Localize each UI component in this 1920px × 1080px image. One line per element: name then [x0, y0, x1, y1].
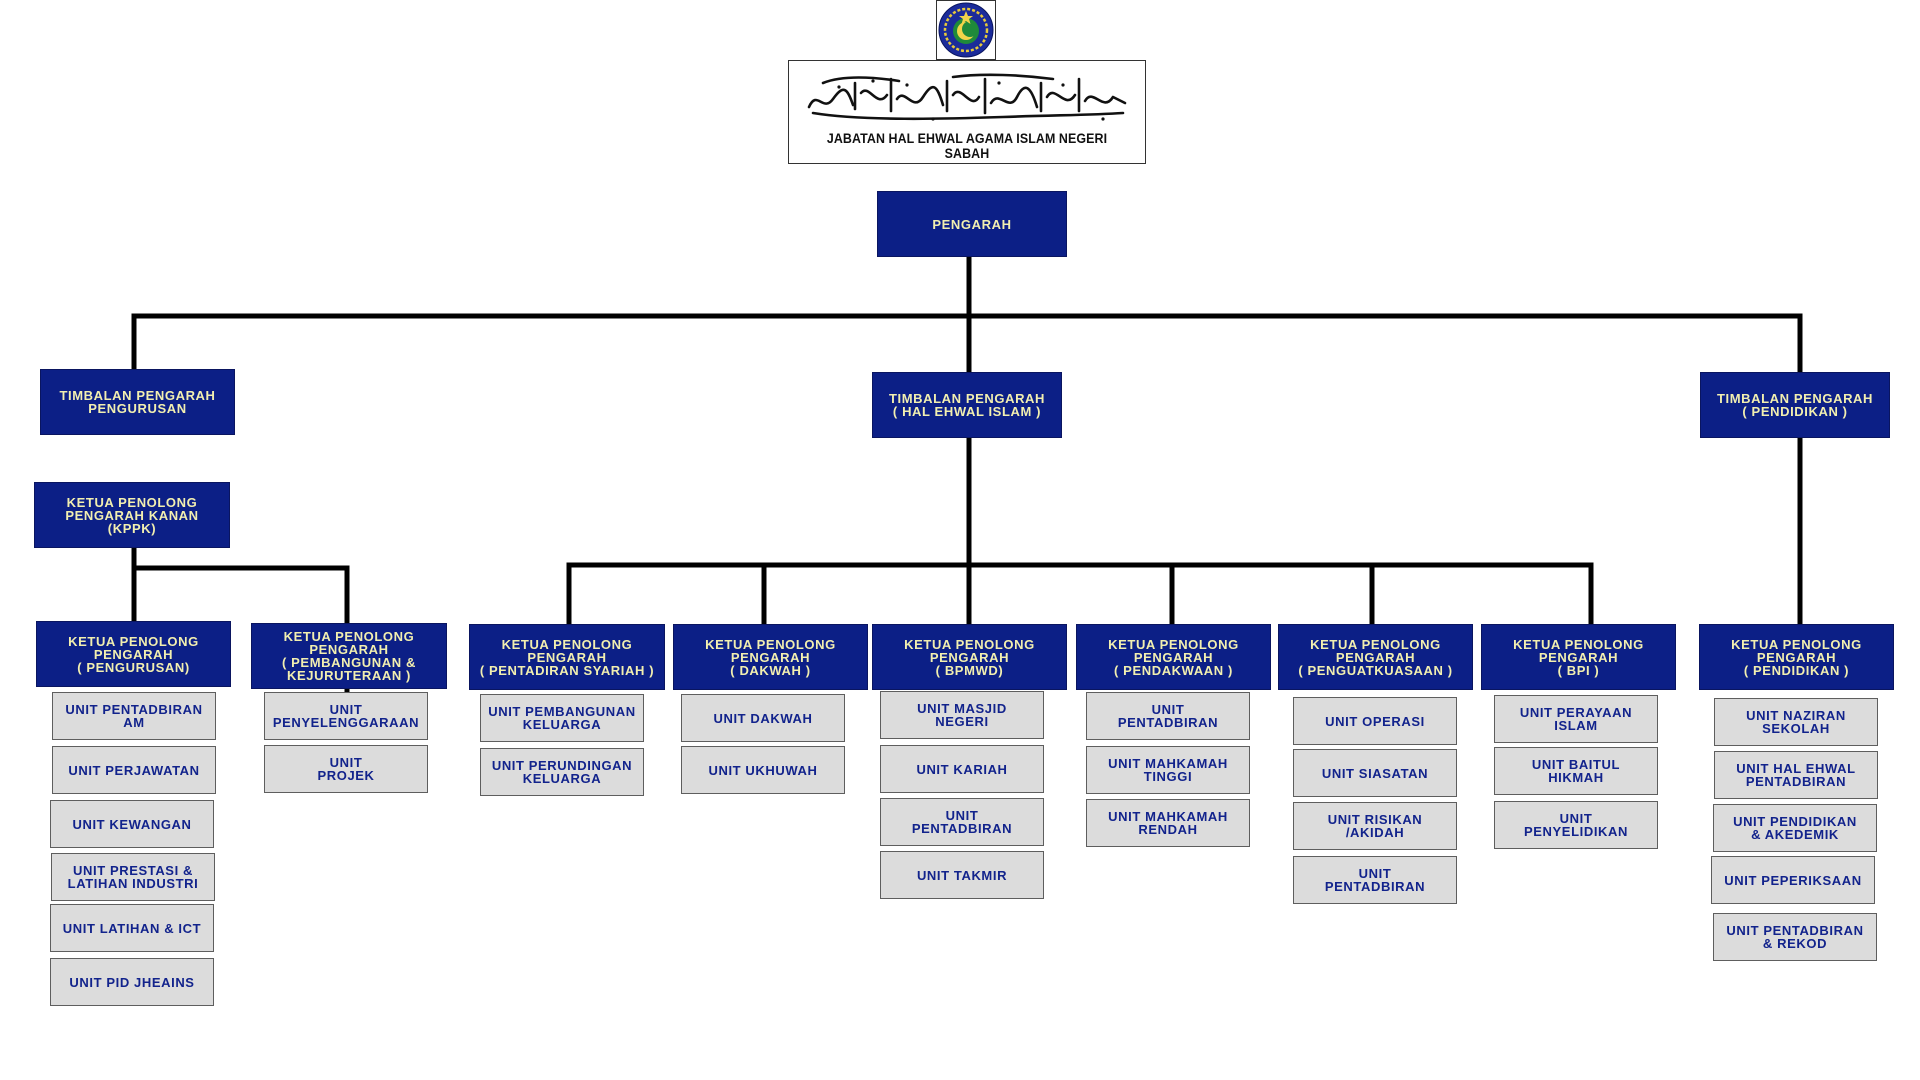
- unit-box: UNIT PENTADBIRAN AM: [52, 692, 216, 740]
- section-head-pendakwaan: KETUA PENOLONG PENGARAH ( PENDAKWAAN ): [1076, 624, 1271, 690]
- section-head-bpmwd: KETUA PENOLONG PENGARAH ( BPMWD): [872, 624, 1067, 690]
- deputy-islamic-affairs-box: TIMBALAN PENGARAH ( HAL EHWAL ISLAM ): [872, 372, 1062, 438]
- unit-box: UNIT PENTADBIRAN: [1086, 692, 1250, 740]
- unit-box: UNIT KEWANGAN: [50, 800, 214, 848]
- arabic-calligraphy-logo: [807, 73, 1127, 121]
- department-name: JABATAN HAL EHWAL AGAMA ISLAM NEGERI SAB…: [826, 131, 1108, 161]
- unit-box: UNIT PRESTASI & LATIHAN INDUSTRI: [51, 853, 215, 901]
- unit-box: UNIT MAHKAMAH TINGGI: [1086, 746, 1250, 794]
- unit-box: UNIT PENTADBIRAN: [1293, 856, 1457, 904]
- unit-box: UNIT UKHUWAH: [681, 746, 845, 794]
- section-head-pembangunan: KETUA PENOLONG PENGARAH ( PEMBANGUNAN & …: [251, 623, 447, 689]
- unit-box: UNIT OPERASI: [1293, 697, 1457, 745]
- unit-box: UNIT RISIKAN /AKIDAH: [1293, 802, 1457, 850]
- unit-box: UNIT PENYELIDIKAN: [1494, 801, 1658, 849]
- unit-box: UNIT PEPERIKSAAN: [1711, 856, 1875, 904]
- unit-box: UNIT PERUNDINGAN KELUARGA: [480, 748, 644, 796]
- unit-box: UNIT BAITUL HIKMAH: [1494, 747, 1658, 795]
- section-head-pendidikan: KETUA PENOLONG PENGARAH ( PENDIDIKAN ): [1699, 624, 1894, 690]
- unit-box: UNIT TAKMIR: [880, 851, 1044, 899]
- deputy-management-box: TIMBALAN PENGARAH PENGURUSAN: [40, 369, 235, 435]
- section-head-bpi: KETUA PENOLONG PENGARAH ( BPI ): [1481, 624, 1676, 690]
- unit-box: UNIT PENTADBIRAN & REKOD: [1713, 913, 1877, 961]
- unit-box: UNIT HAL EHWAL PENTADBIRAN: [1714, 751, 1878, 799]
- emblem-logo: [936, 0, 996, 60]
- department-banner: JABATAN HAL EHWAL AGAMA ISLAM NEGERI SAB…: [788, 60, 1146, 164]
- unit-box: UNIT PENTADBIRAN: [880, 798, 1044, 846]
- section-head-penguatkuasaan: KETUA PENOLONG PENGARAH ( PENGUATKUASAAN…: [1278, 624, 1473, 690]
- unit-box: UNIT PENDIDIKAN & AKEDEMIK: [1713, 804, 1877, 852]
- section-head-pengurusan: KETUA PENOLONG PENGARAH ( PENGURUSAN): [36, 621, 231, 687]
- unit-box: UNIT LATIHAN & ICT: [50, 904, 214, 952]
- unit-box: UNIT MASJID NEGERI: [880, 691, 1044, 739]
- unit-box: UNIT PID JHEAINS: [50, 958, 214, 1006]
- unit-box: UNIT KARIAH: [880, 745, 1044, 793]
- unit-box: UNIT PENYELENGGARAAN: [264, 692, 428, 740]
- section-head-pentadbiran-syariah: KETUA PENOLONG PENGARAH ( PENTADIRAN SYA…: [469, 624, 665, 690]
- unit-box: UNIT MAHKAMAH RENDAH: [1086, 799, 1250, 847]
- senior-assistant-director-box: KETUA PENOLONG PENGARAH KANAN (KPPK): [34, 482, 230, 548]
- unit-box: UNIT PEMBANGUNAN KELUARGA: [480, 694, 644, 742]
- unit-box: UNIT PROJEK: [264, 745, 428, 793]
- deputy-education-box: TIMBALAN PENGARAH ( PENDIDIKAN ): [1700, 372, 1890, 438]
- section-head-dakwah: KETUA PENOLONG PENGARAH ( DAKWAH ): [673, 624, 868, 690]
- unit-box: UNIT SIASATAN: [1293, 749, 1457, 797]
- unit-box: UNIT PERJAWATAN: [52, 746, 216, 794]
- director-box: PENGARAH: [877, 191, 1067, 257]
- unit-box: UNIT DAKWAH: [681, 694, 845, 742]
- unit-box: UNIT PERAYAAN ISLAM: [1494, 695, 1658, 743]
- unit-box: UNIT NAZIRAN SEKOLAH: [1714, 698, 1878, 746]
